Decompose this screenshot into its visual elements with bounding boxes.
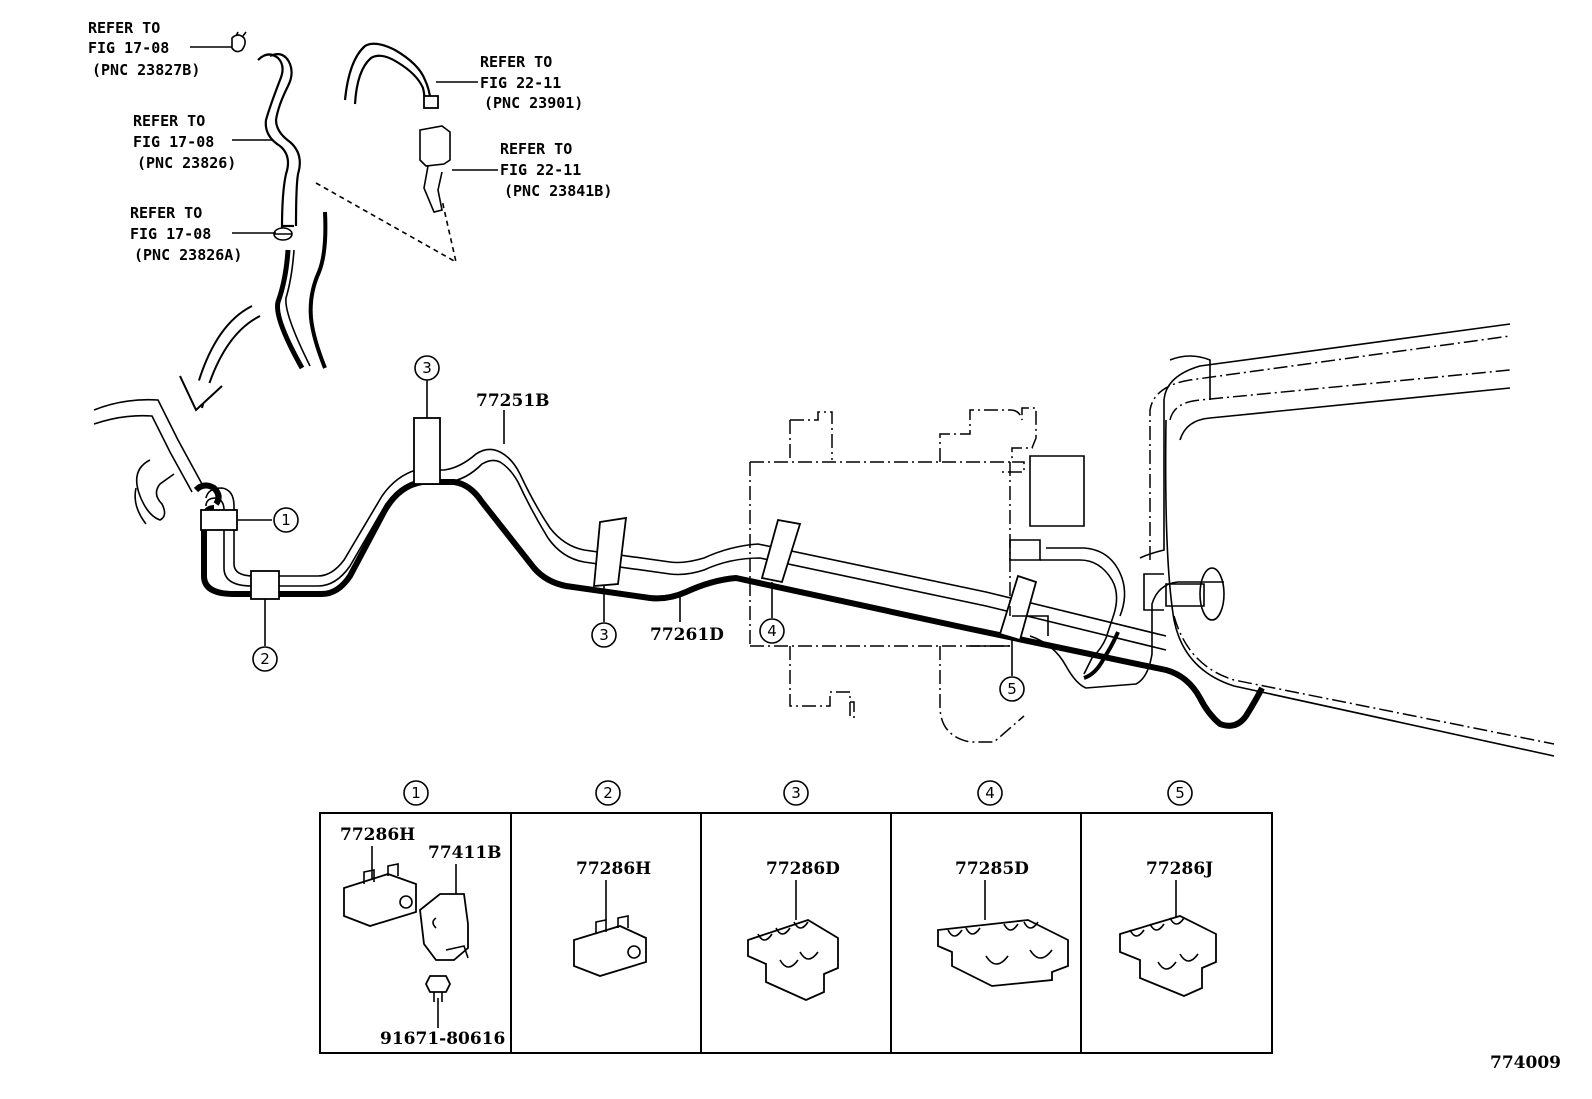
svg-text:77251B: 77251B [476, 391, 550, 411]
vehicle-body-outline [1139, 323, 1555, 757]
bracket-77411b-icon [419, 893, 469, 961]
detail-header-5: 5 [1167, 780, 1193, 806]
detail-box-4: 77285D [937, 859, 1069, 987]
callout-2: 2 [252, 599, 278, 672]
clamp-77286h-icon [573, 915, 647, 977]
svg-text:5: 5 [1175, 784, 1185, 802]
clamp-position-4 [760, 518, 802, 584]
fuel-tube-77251b [205, 448, 1167, 651]
filler-hose [257, 53, 301, 229]
refer-leaders [190, 46, 498, 234]
svg-text:FIG 22-11: FIG 22-11 [500, 161, 581, 179]
svg-text:2: 2 [603, 784, 613, 802]
clamp-position-3-upper [413, 417, 441, 485]
svg-text:REFER TO: REFER TO [500, 140, 572, 158]
refer-label-23826: REFER TO FIG 17-08 (PNC 23826) [133, 112, 236, 172]
clamp-77286d-icon [747, 919, 839, 1001]
svg-text:3: 3 [791, 784, 801, 802]
callout-4: 4 [759, 582, 785, 644]
svg-text:4: 4 [767, 622, 777, 640]
detail-box-1: 77286H 77411B 91671-80616 [340, 825, 505, 1049]
detail-header-2: 2 [595, 780, 621, 806]
part-label-77261d: 77261D [650, 594, 724, 645]
filler-pipe-lower [275, 211, 328, 370]
fuel-tank-outline [749, 407, 1085, 743]
refer-label-23827b: REFER TO FIG 17-08 (PNC 23827B) [88, 19, 200, 79]
svg-text:FIG 17-08: FIG 17-08 [130, 225, 211, 243]
callout-5: 5 [999, 640, 1025, 702]
detail-header-1: 1 [403, 780, 429, 806]
svg-text:77286J: 77286J [1146, 859, 1213, 879]
clamp-position-1 [200, 509, 238, 531]
callout-3-lower: 3 [591, 586, 617, 648]
svg-text:3: 3 [422, 359, 432, 377]
svg-text:1: 1 [411, 784, 421, 802]
callout-1: 1 [237, 507, 299, 533]
filler-neck-frame [93, 398, 222, 525]
clamp-77286h-icon [343, 863, 417, 927]
detail-header-4: 4 [977, 780, 1003, 806]
detail-box-2: 77286H [573, 859, 651, 977]
svg-text:4: 4 [985, 784, 995, 802]
svg-text:REFER TO: REFER TO [130, 204, 202, 222]
bolt-91671-80616-icon [424, 975, 452, 1002]
fuel-tube-77261d [201, 479, 1265, 729]
svg-text:(PNC 23826): (PNC 23826) [137, 154, 236, 172]
refer-label-23826a: REFER TO FIG 17-08 (PNC 23826A) [130, 204, 242, 264]
clamp-position-2 [250, 570, 280, 600]
svg-text:3: 3 [599, 626, 609, 644]
svg-text:(PNC 23901): (PNC 23901) [484, 94, 583, 112]
svg-text:91671-80616: 91671-80616 [380, 1029, 505, 1049]
svg-text:REFER TO: REFER TO [480, 53, 552, 71]
hose-clamp-lower-icon [273, 227, 293, 241]
direction-arrow-icon [179, 305, 261, 412]
vent-tube-right [1029, 547, 1224, 689]
figure-id: 774009 [1490, 1053, 1561, 1073]
clamp-position-3-lower [593, 516, 628, 587]
part-label-77251b: 77251B [476, 391, 550, 444]
clamp-position-5 [998, 574, 1038, 642]
svg-text:77411B: 77411B [428, 843, 502, 863]
svg-text:FIG 22-11: FIG 22-11 [480, 74, 561, 92]
clamp-77286j-icon [1119, 915, 1217, 997]
svg-text:(PNC 23826A): (PNC 23826A) [134, 246, 242, 264]
hose-clamp-icon [231, 31, 247, 53]
svg-text:77286D: 77286D [766, 859, 840, 879]
detail-box-5: 77286J [1119, 859, 1217, 997]
svg-text:1: 1 [281, 511, 291, 529]
svg-text:REFER TO: REFER TO [133, 112, 205, 130]
callout-3-upper: 3 [414, 355, 440, 418]
guide-lines [315, 182, 458, 264]
refer-label-23901: REFER TO FIG 22-11 (PNC 23901) [480, 53, 583, 112]
svg-text:FIG 17-08: FIG 17-08 [88, 39, 169, 57]
detail-box-3: 77286D [747, 859, 840, 1001]
svg-text:REFER TO: REFER TO [88, 19, 160, 37]
svg-text:77286H: 77286H [340, 825, 415, 845]
svg-text:(PNC 23827B): (PNC 23827B) [92, 61, 200, 79]
svg-text:5: 5 [1007, 680, 1017, 698]
svg-text:FIG 17-08: FIG 17-08 [133, 133, 214, 151]
svg-text:(PNC 23841B): (PNC 23841B) [504, 182, 612, 200]
svg-text:77286H: 77286H [576, 859, 651, 879]
svg-text:77285D: 77285D [955, 859, 1029, 879]
clamp-77285d-icon [937, 919, 1069, 987]
detail-header-3: 3 [783, 780, 809, 806]
vent-hose [343, 42, 451, 213]
svg-text:2: 2 [260, 650, 270, 668]
svg-text:77261D: 77261D [650, 625, 724, 645]
refer-label-23841b: REFER TO FIG 22-11 (PNC 23841B) [500, 140, 612, 200]
